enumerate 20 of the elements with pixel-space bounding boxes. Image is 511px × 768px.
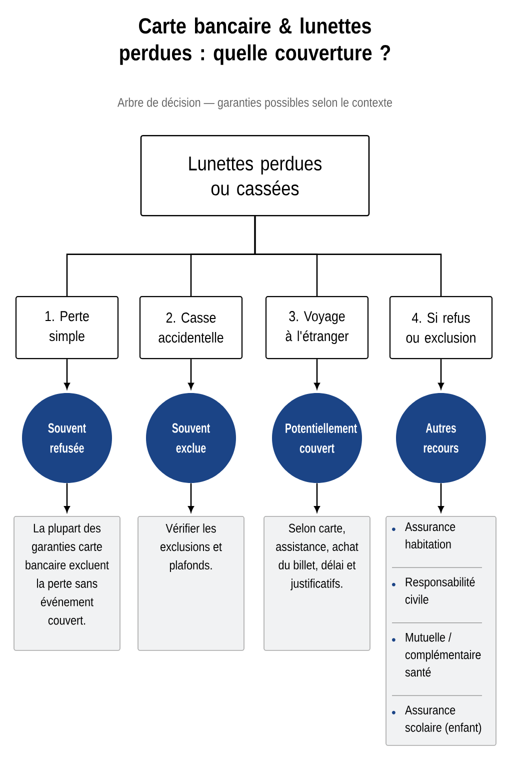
connector — [64, 359, 70, 390]
category-box: 2. Casse accidentelle — [139, 296, 243, 360]
note-box: Vérifier les exclusions et plafonds. — [138, 516, 244, 651]
connector — [254, 216, 442, 296]
connector — [314, 359, 320, 390]
connector — [438, 483, 444, 512]
category-box: 1. Perte simple — [15, 296, 119, 360]
note-box: Assurance habitation Responsabilité civile Mutuelle / complémentaire santé Assurance scolaire (enfant) — [386, 516, 496, 746]
title: Carte bancaire & lunettes perdues : quelle couverture ? — [120, 18, 390, 65]
category-box: 3. Voyage à l'étranger — [265, 296, 369, 360]
connector — [188, 359, 194, 390]
note-box: Selon carte, assistance, achat du billet, délai et justificatifs. — [264, 516, 370, 651]
connector — [314, 483, 320, 512]
connector — [438, 359, 444, 390]
subtitle: Arbre de décision — garanties possibles selon le contexte — [118, 98, 392, 110]
category-box: 4. Si refus ou exclusion — [389, 296, 493, 360]
connector — [188, 483, 194, 512]
connector — [64, 483, 70, 512]
note-box: La plupart des garanties carte bancaire excluent la perte sans événement couvert. — [14, 516, 120, 651]
root-box: Lunettes perdues ou cassées — [140, 135, 370, 216]
